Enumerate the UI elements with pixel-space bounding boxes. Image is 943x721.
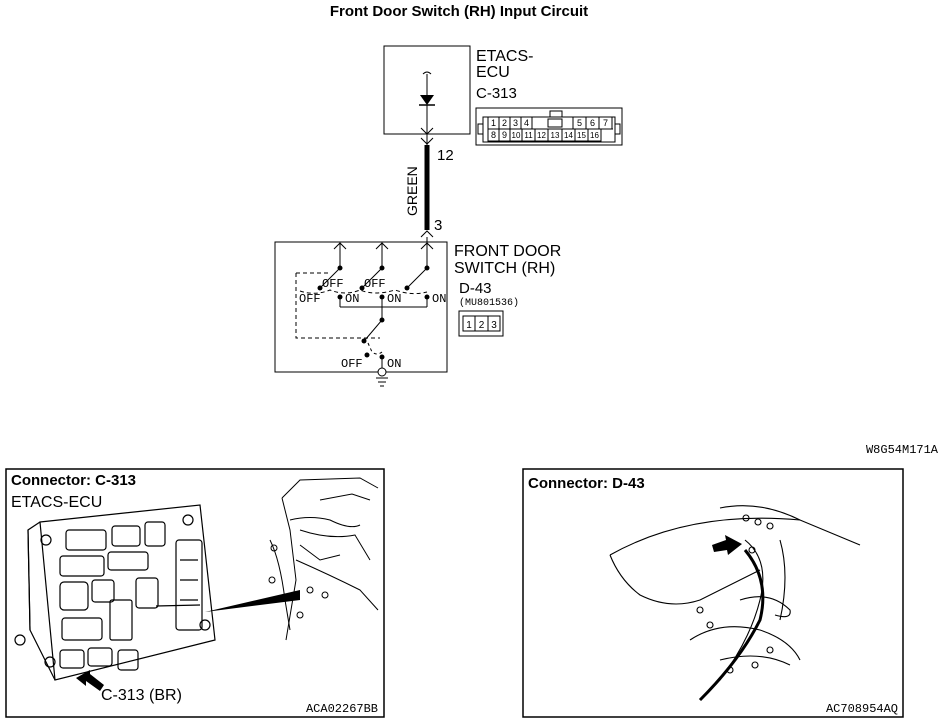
c313-connector-face	[475, 107, 623, 146]
switch-off-label: OFF	[322, 277, 344, 291]
c313-pin: 3	[513, 118, 518, 128]
c313-pin: 10	[512, 131, 521, 140]
panel-c313-heading: Connector: C-313	[11, 472, 136, 489]
switch-box	[274, 241, 448, 373]
switch-off-label: OFF	[299, 292, 321, 306]
panel-d43-code: AC708954AQ	[826, 702, 898, 716]
arrow-icon	[712, 535, 742, 555]
d43-pin: 1	[466, 320, 472, 331]
panel-c313	[5, 468, 385, 718]
c313-pin: 16	[590, 131, 599, 140]
switch-off-label: OFF	[364, 277, 386, 291]
c313-pin: 11	[524, 131, 533, 140]
switch-name-line1: FRONT DOOR	[454, 243, 561, 260]
d43-pin: 2	[479, 320, 485, 331]
switch-name-line2: SWITCH (RH)	[454, 260, 555, 277]
diode-icon	[420, 95, 434, 105]
panel-c313-code: ACA02267BB	[306, 702, 378, 716]
ecu-name-line2: ECU	[476, 64, 510, 81]
ecu-name-line1: ETACS-	[476, 48, 533, 65]
diagram-title: Front Door Switch (RH) Input Circuit	[330, 3, 588, 20]
wire-pin-ecu: 12	[437, 147, 454, 164]
wire-color-label: GREEN	[404, 166, 420, 216]
c313-pin: 7	[603, 118, 608, 128]
d43-connector-face	[458, 310, 504, 337]
d43-pin: 3	[491, 320, 497, 331]
c313-pin: 14	[564, 131, 573, 140]
arrow-icon	[76, 670, 104, 691]
c313-pin: 9	[502, 130, 507, 140]
door-switch-block	[274, 230, 448, 387]
switch-connector-id: D-43	[459, 280, 492, 297]
etacs-ecu-illustration	[14, 504, 216, 681]
diagram-code: W8G54M171A	[866, 443, 939, 457]
panel-c313-component: ETACS-ECU	[11, 494, 102, 511]
switch-off-label: OFF	[341, 357, 363, 371]
c313-pin: 8	[491, 130, 496, 140]
dashboard-illustration	[268, 477, 379, 641]
panel-d43-heading: Connector: D-43	[528, 475, 645, 492]
c313-pin: 13	[551, 131, 560, 140]
c313-pin: 2	[502, 118, 507, 128]
c313-pin: 6	[590, 118, 595, 128]
c313-pin: 5	[577, 118, 582, 128]
door-illustration	[609, 505, 861, 701]
switch-part-number: (MU801536)	[459, 297, 519, 309]
etacs-ecu-block	[383, 45, 471, 145]
panel-c313-callout: C-313 (BR)	[101, 687, 182, 704]
switch-on-label: ON	[432, 292, 446, 306]
switch-on-label: ON	[387, 357, 401, 371]
c313-pin: 12	[537, 131, 546, 140]
c313-pin: 15	[577, 131, 586, 140]
c313-pin: 4	[524, 118, 529, 128]
switch-on-label: ON	[345, 292, 359, 306]
switch-on-label: ON	[387, 292, 401, 306]
panel-d43	[522, 468, 904, 718]
wire-pin-switch: 3	[434, 217, 442, 234]
ecu-connector-id: C-313	[476, 85, 517, 102]
c313-pin: 1	[491, 118, 496, 128]
